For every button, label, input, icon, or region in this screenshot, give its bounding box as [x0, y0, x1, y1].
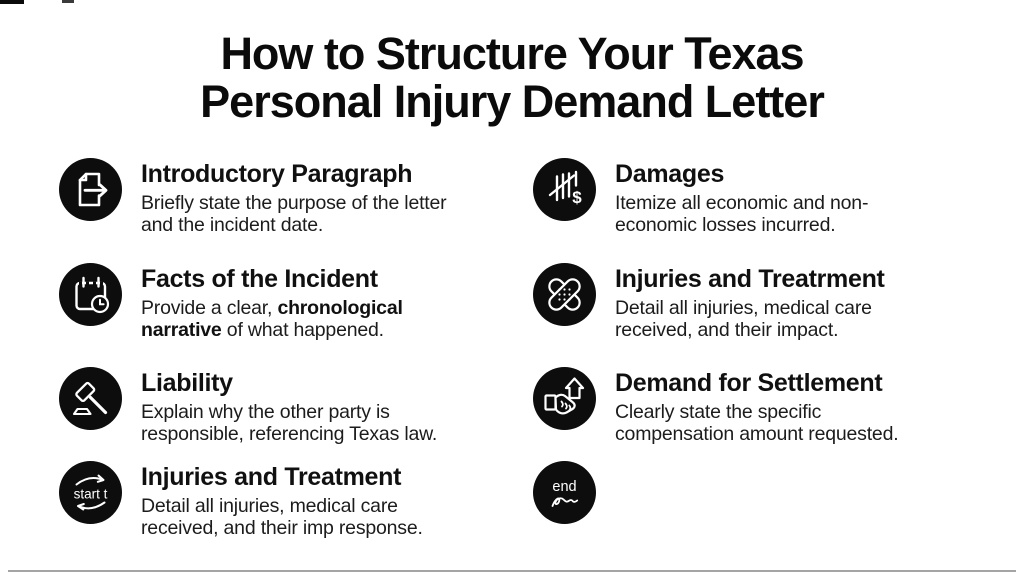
section-body: Detail all injuries, medical care receiv… — [615, 297, 872, 341]
section-end-marker: end — [533, 461, 596, 524]
page-title: How to Structure Your Texas Personal Inj… — [200, 28, 825, 127]
crossed-bandages-icon — [533, 263, 596, 326]
section-introductory-paragraph: Introductory Paragraph Briefly state the… — [59, 158, 447, 236]
section-body: Clearly state the specific compensation … — [615, 401, 899, 445]
section-liability: Liability Explain why the other party is… — [59, 367, 437, 445]
calendar-clock-icon — [59, 263, 122, 326]
section-demand-settlement: Demand for Settlement Clearly state the … — [533, 367, 899, 445]
section-body: Detail all injuries, medical care receiv… — [141, 495, 423, 539]
section-body: Explain why the other party is responsib… — [141, 401, 438, 445]
body-suffix: of what happened. — [221, 318, 384, 341]
document-export-icon — [59, 158, 122, 221]
section-title: Liability — [141, 369, 233, 397]
start-cycle-icon: start t — [59, 461, 122, 524]
section-damages: $ Damages Itemize all economic and non- … — [533, 158, 868, 236]
section-body: Itemize all economic and non- economic l… — [615, 192, 869, 236]
end-signature-icon: end — [533, 461, 596, 524]
top-edge-artifact-2 — [62, 0, 74, 3]
section-title: Demand for Settlement — [615, 369, 883, 397]
section-title: Injuries and Treatment — [141, 463, 402, 491]
section-body: Briefly state the purpose of the letter … — [141, 192, 447, 236]
section-title: Introductory Paragraph — [141, 160, 413, 188]
section-title: Injuries and Treatrment — [615, 265, 885, 293]
start-icon-label: start t — [74, 487, 108, 502]
dollar-symbol: $ — [572, 188, 582, 207]
body-prefix: Provide a clear, — [141, 297, 278, 319]
gavel-icon — [59, 367, 122, 430]
section-facts-of-incident: Facts of the Incident Provide a clear, c… — [59, 263, 403, 341]
section-title: Damages — [615, 160, 725, 188]
body-bold-phrase: chronological narrative — [141, 297, 403, 341]
section-injuries-treatment: start t Injuries and Treatment Detail al… — [59, 461, 423, 539]
end-icon-label: end — [552, 479, 576, 495]
tally-dollar-icon: $ — [533, 158, 596, 221]
section-injuries-treatrment: Injuries and Treatrment Detail all injur… — [533, 263, 885, 341]
section-title: Facts of the Incident — [141, 265, 378, 293]
top-edge-artifact — [0, 0, 24, 4]
section-body: Provide a clear, chronological narrative… — [141, 297, 403, 341]
handshake-growth-icon — [533, 367, 596, 430]
bottom-edge-artifact — [8, 570, 1016, 572]
